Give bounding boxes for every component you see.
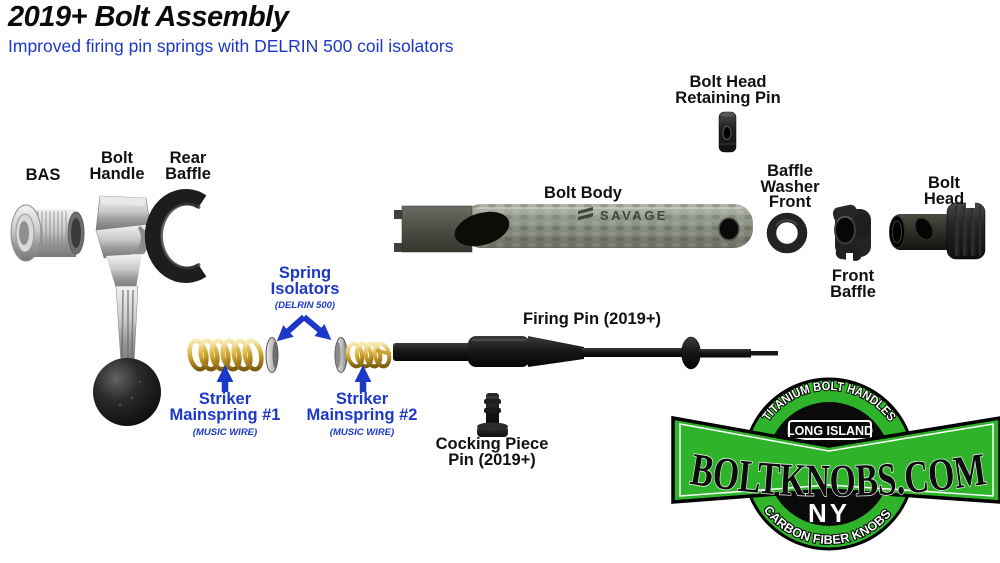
bolt-head-retaining-pin-part	[718, 111, 737, 153]
logo-state-text: NY	[808, 498, 850, 528]
baffle-washer-front-label: Baffle Washer Front	[760, 162, 820, 211]
striker-mainspring-1-note: (MUSIC WIRE)	[192, 427, 258, 438]
logo-banner	[671, 415, 1000, 504]
striker-mainspring-2-label: Striker Mainspring #2	[306, 390, 418, 424]
striker-mainspring-2-part	[345, 341, 392, 369]
bolt-head-label: Bolt Head	[923, 174, 965, 208]
firing-pin-label: Firing Pin (2019+)	[523, 310, 661, 328]
bolt-head-part	[889, 201, 986, 260]
bolt-knob-ball	[93, 358, 161, 426]
spring-isolator-1-part	[265, 337, 279, 373]
rear-baffle-part	[144, 189, 207, 283]
striker-mainspring-1-part	[187, 338, 264, 372]
bolt-body-label: Bolt Body	[544, 184, 622, 202]
bolt-handle-part	[93, 195, 161, 426]
front-baffle-part	[832, 204, 871, 263]
page-subtitle: Improved firing pin springs with DELRIN …	[8, 36, 454, 56]
spring-isolators-label: Spring Isolators	[270, 264, 340, 298]
spring-isolators-arrow	[276, 314, 332, 342]
boltknobs-logo: TITANIUM BOLT HANDLES CARBON FIBER KNOBS…	[671, 377, 1000, 551]
bolt-handle-label: Bolt Handle	[89, 149, 145, 183]
bolt-head-retaining-pin-label: Bolt Head Retaining Pin	[675, 73, 781, 107]
bolt-body-part: SAVAGE	[394, 204, 753, 253]
bolt-body-pin-hole	[718, 217, 740, 241]
spring-isolators-note: (DELRIN 500)	[274, 300, 336, 311]
spring-isolator-2-part	[334, 337, 348, 373]
striker-mainspring-1-label: Striker Mainspring #1	[169, 390, 281, 424]
long-island-box	[788, 420, 872, 440]
cocking-piece-pin-label: Cocking Piece Pin (2019+)	[435, 435, 549, 469]
page-title: 2019+ Bolt Assembly	[8, 1, 289, 33]
firing-pin-part	[393, 336, 778, 370]
bolt-body-engraving: SAVAGE	[600, 208, 668, 223]
striker-mainspring-2-note: (MUSIC WIRE)	[329, 427, 395, 438]
baffle-washer-front-part	[766, 212, 808, 254]
logo-region-text: LONG ISLAND	[787, 424, 873, 438]
rear-baffle-label: Rear Baffle	[165, 149, 211, 183]
front-baffle-label: Front Baffle	[830, 267, 876, 301]
cocking-piece-pin-part	[477, 393, 508, 437]
bas-label: BAS	[25, 166, 61, 184]
bas-part	[10, 204, 85, 262]
savage-logo	[578, 207, 593, 221]
